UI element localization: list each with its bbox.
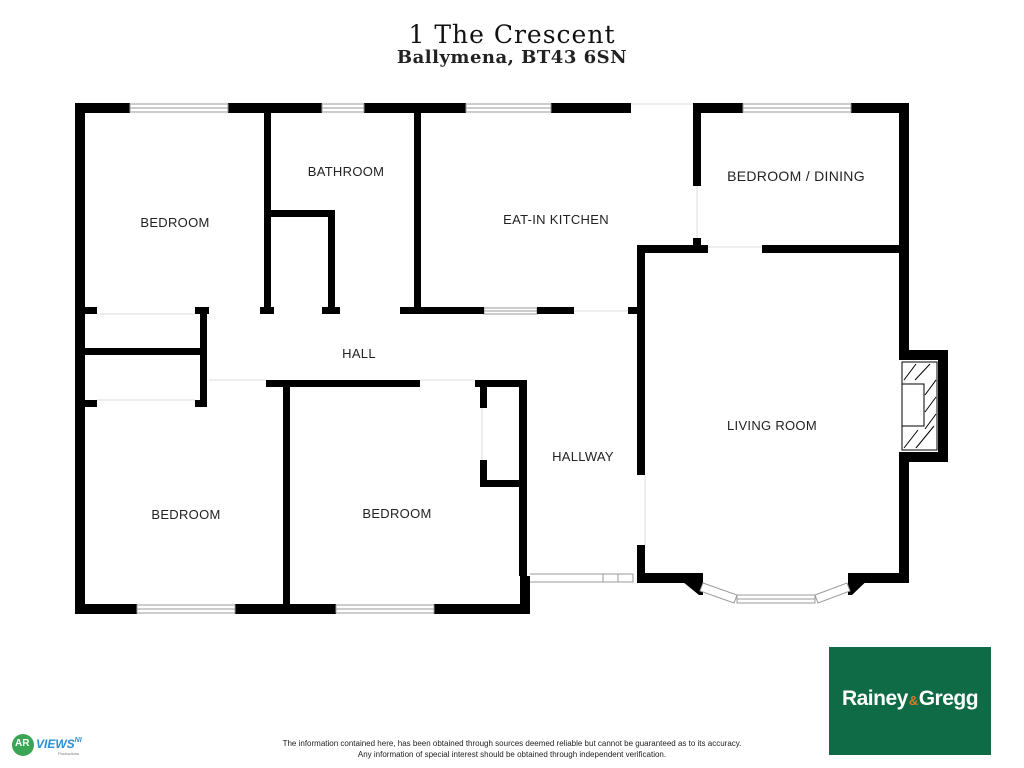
interior-walls xyxy=(85,103,909,610)
room-label-bathroom: BATHROOM xyxy=(308,164,385,179)
room-label-hall: HALL xyxy=(342,346,376,361)
agent-logo: Rainey&Gregg xyxy=(829,647,991,755)
disclaimer-line-2: Any information of special interest shou… xyxy=(357,750,667,759)
producer-mark-text: AR xyxy=(15,738,30,749)
producer-name-main: VIEWS xyxy=(36,737,75,751)
room-label-kitchen: EAT-IN KITCHEN xyxy=(503,212,609,227)
outer-walls xyxy=(75,103,948,614)
agent-name: Rainey&Gregg xyxy=(829,687,991,711)
room-label-bedroom-3: BEDROOM xyxy=(362,506,431,521)
agent-name-part-1: Rainey xyxy=(841,687,908,710)
room-label-bedroom-dining: BEDROOM / DINING xyxy=(727,168,865,184)
room-label-bedroom-2: BEDROOM xyxy=(151,507,220,522)
room-label-hallway: HALLWAY xyxy=(552,449,614,464)
producer-name: VIEWSNI xyxy=(36,737,82,751)
room-label-living-room: LIVING ROOM xyxy=(727,418,817,433)
agent-name-part-2: Gregg xyxy=(918,687,979,710)
property-title: 1 The Crescent xyxy=(408,20,616,49)
producer-name-suffix: NI xyxy=(74,737,82,744)
producer-subtitle: Productions xyxy=(58,751,80,756)
producer-logo: AR VIEWSNI Productions xyxy=(12,732,92,758)
room-label-bedroom-1: BEDROOM xyxy=(140,215,209,230)
fireplace-hatch xyxy=(901,361,938,451)
property-address: Ballymena, BT43 6SN xyxy=(396,47,628,68)
disclaimer-line-1: The information contained here, has been… xyxy=(282,739,742,748)
windows xyxy=(129,103,852,614)
agent-ampersand: & xyxy=(908,693,918,708)
producer-logo-mark xyxy=(12,734,34,756)
door-openings xyxy=(97,103,762,545)
disclaimer: The information contained here, has been… xyxy=(240,738,784,760)
